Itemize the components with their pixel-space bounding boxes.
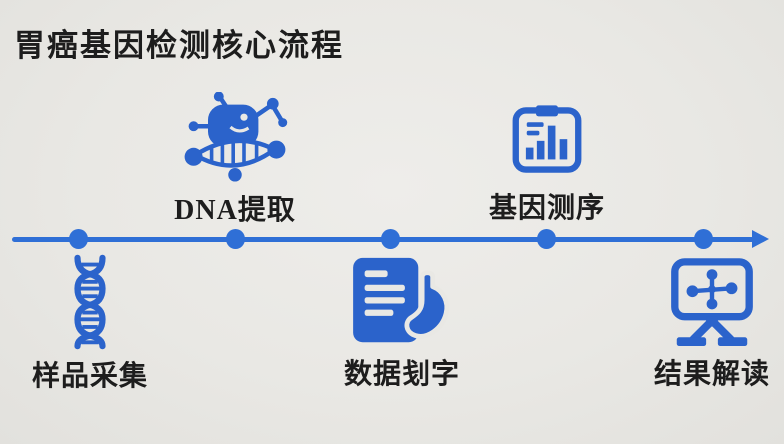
stage-dna-extraction: DNA提取	[135, 91, 335, 228]
stage-sample-collection: 样品采集	[0, 254, 190, 394]
stage-label: 结果解读	[653, 359, 770, 390]
stage-label: 样品采集	[31, 361, 148, 392]
stage-label: 基因测序	[488, 193, 605, 224]
stage-result-interpretation: 结果解读	[612, 256, 784, 392]
timeline-node-4	[537, 229, 556, 249]
stage-label: DNA提取	[174, 195, 296, 226]
monitor-molecule-icon	[612, 256, 784, 348]
stage-data-analysis: 数据刬字	[302, 256, 502, 392]
clipboard-chart-icon	[447, 100, 647, 180]
timeline-node-5	[694, 229, 713, 249]
timeline-node-1	[69, 229, 88, 249]
timeline-node-3	[381, 229, 400, 249]
document-stomach-icon	[302, 256, 502, 348]
molecule-dna-icon	[135, 91, 335, 182]
page-title: 胃癌基因检测核心流程	[14, 28, 344, 63]
stage-label: 数据刬字	[343, 359, 460, 390]
timeline-node-2	[226, 229, 245, 249]
dna-helix-icon	[0, 254, 190, 350]
arrow-right-icon	[752, 230, 769, 248]
stage-gene-sequencing: 基因测序	[447, 100, 647, 226]
